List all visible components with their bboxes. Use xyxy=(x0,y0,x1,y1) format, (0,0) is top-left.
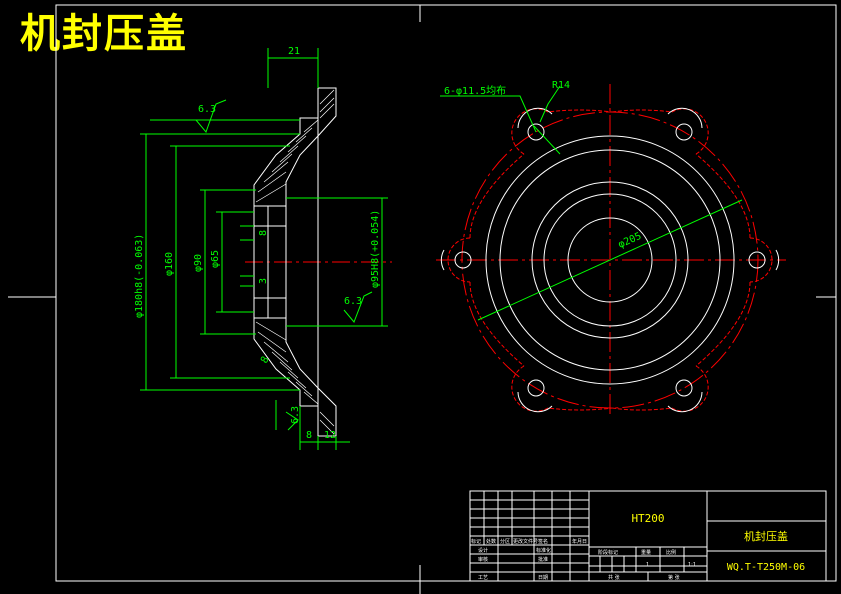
dim-8-bottom: 8 xyxy=(306,430,312,441)
roughness-bottom-label: 6.3 xyxy=(290,406,301,424)
tb-review: 审核 xyxy=(478,556,488,563)
tb-change: 更改文件号 xyxy=(513,538,538,545)
dim-diameter-90: φ90 xyxy=(193,254,204,272)
bolt-hole xyxy=(527,123,545,141)
material-label: HT200 xyxy=(631,512,664,525)
section-view: 21 6.3 6.3 φ180h8(-0.063) φ160 φ90 φ65 φ… xyxy=(134,46,392,450)
title-block: HT200 机封压盖 WQ.T-T250M-06 标记 处数 分区 更改文件号 … xyxy=(469,490,827,582)
tb-weight: 重量 xyxy=(641,549,651,556)
section-hatch xyxy=(255,89,335,435)
bolt-circle-dim: φ205 xyxy=(617,231,643,251)
tb-date-ymd: 年月日 xyxy=(572,538,587,545)
drawing-number: WQ.T-T250M-06 xyxy=(727,562,805,573)
sheet-frame xyxy=(8,4,837,594)
tb-standardize: 标准化 xyxy=(536,547,551,554)
tb-scale: 比例 xyxy=(666,549,676,556)
bolt-hole xyxy=(454,251,472,269)
tb-stage-mark: 阶段标记 xyxy=(598,549,618,556)
dim-outer-diameter: φ180h8(-0.063) xyxy=(134,234,145,318)
bolt-hole xyxy=(675,123,693,141)
tb-scale-value: 1:1 xyxy=(688,562,696,568)
dim-width-21: 21 xyxy=(288,46,300,57)
tb-mark: 标记 xyxy=(471,538,481,545)
tb-date: 日期 xyxy=(538,575,548,581)
dim-12-bottom: 12 xyxy=(324,430,336,441)
tb-sheet-no: 第 张 xyxy=(668,574,680,581)
dim-diameter-95: φ95H8(+0.054) xyxy=(370,210,381,288)
tb-count: 处数 xyxy=(486,538,496,545)
plan-view: 6-φ11.5均布 R14 φ205 xyxy=(436,80,786,418)
dim-diameter-65: φ65 xyxy=(210,250,221,268)
tb-weight-value: 1 xyxy=(646,562,649,568)
dim-diameter-160: φ160 xyxy=(164,252,175,276)
bolt-hole xyxy=(675,379,693,397)
radius-callout: R14 xyxy=(552,80,570,91)
bolt-hole xyxy=(527,379,545,397)
section-outline xyxy=(253,87,337,437)
holes-callout: 6-φ11.5均布 xyxy=(444,85,506,97)
dim-8-chamfer: 8 xyxy=(259,355,272,366)
drawing-title: 机封压盖 xyxy=(20,11,188,57)
flange-outline xyxy=(454,123,766,397)
tb-zone: 分区 xyxy=(500,538,510,545)
tb-craft: 工艺 xyxy=(478,575,488,581)
dim-8-upper: 8 xyxy=(258,230,269,236)
tb-sheets-total: 共 张 xyxy=(608,574,620,581)
roughness-right-label: 6.3 xyxy=(344,296,362,307)
tb-sign: 签名 xyxy=(538,538,548,545)
tb-approve: 批准 xyxy=(538,556,548,563)
plan-dimension-lines xyxy=(440,85,743,321)
roughness-top-label: 6.3 xyxy=(198,104,216,115)
part-name: 机封压盖 xyxy=(744,529,788,543)
dim-3: 3 xyxy=(258,278,269,284)
section-dimension-lines xyxy=(140,48,388,450)
tb-design: 设计 xyxy=(478,547,488,554)
bolt-hole xyxy=(748,251,766,269)
